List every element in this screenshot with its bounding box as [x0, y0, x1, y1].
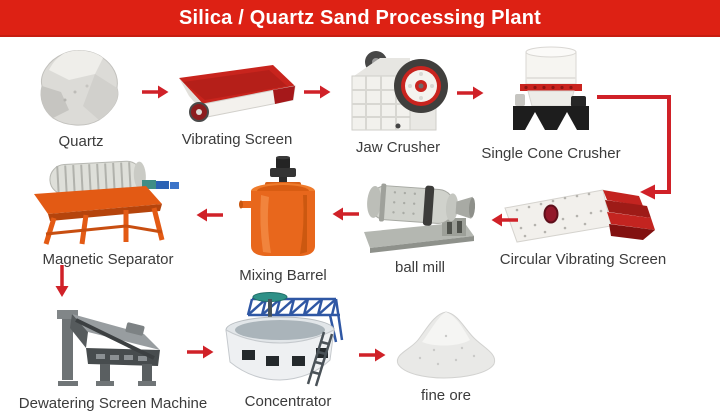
stage-label: Dewatering Screen Machine	[18, 395, 208, 412]
arrow-vibrating-screen-to-jaw-crusher	[303, 84, 331, 100]
arrow-magnetic-separator-to-dewatering-screen	[54, 264, 70, 298]
arrow-dewatering-screen-to-concentrator	[186, 344, 214, 360]
page-title: Silica / Quartz Sand Processing Plant	[179, 7, 541, 29]
arrow-cone-crusher-to-circular-screen	[595, 90, 677, 202]
concentrator-icon	[218, 288, 358, 388]
stage-ball-mill: ball mill	[355, 172, 485, 276]
stage-fine-ore: fine ore	[381, 306, 511, 404]
stage-label: Concentrator	[244, 393, 332, 410]
stage-label: Single Cone Crusher	[481, 145, 621, 162]
stage-label: ball mill	[394, 259, 445, 276]
stage-magnetic-separator: Magnetic Separator	[23, 158, 193, 268]
arrow-quartz-to-vibrating-screen	[141, 84, 169, 100]
stage-vibrating-screen: Vibrating Screen	[162, 62, 312, 148]
dewatering-screen-icon	[38, 300, 188, 390]
arrow-jaw-crusher-to-cone-crusher	[456, 85, 484, 101]
stage-circular-vibrating-screen: Circular Vibrating Screen	[493, 186, 673, 268]
title-banner: Silica / Quartz Sand Processing Plant	[0, 0, 720, 37]
stage-label: Vibrating Screen	[181, 131, 293, 148]
arrow-concentrator-to-fine-ore	[358, 347, 386, 363]
stage-label: Mixing Barrel	[239, 267, 327, 284]
stage-label: Magnetic Separator	[42, 251, 174, 268]
stage-jaw-crusher: Jaw Crusher	[333, 46, 463, 156]
stage-label: Quartz	[58, 133, 104, 150]
cone-crusher-icon	[507, 44, 595, 140]
vibrating-screen-icon	[169, 62, 305, 126]
stage-mixing-barrel: Mixing Barrel	[218, 156, 348, 284]
stage-quartz: Quartz	[26, 48, 136, 150]
stage-label: Jaw Crusher	[355, 139, 441, 156]
stage-single-cone-crusher: Single Cone Crusher	[471, 44, 631, 162]
circular-vibrating-screen-icon	[501, 186, 665, 246]
magnetic-separator-icon	[30, 158, 186, 246]
ball-mill-icon	[358, 172, 482, 254]
arrow-circular-screen-to-ball-mill	[491, 212, 519, 228]
quartz-rock-icon	[35, 48, 127, 128]
jaw-crusher-icon	[346, 46, 450, 134]
arrow-ball-mill-to-mixing-barrel	[332, 206, 360, 222]
mixing-barrel-icon	[239, 156, 327, 262]
fine-ore-pile-icon	[390, 306, 502, 382]
stage-label: Circular Vibrating Screen	[499, 251, 667, 268]
stage-label: fine ore	[420, 387, 472, 404]
stage-dewatering-screen-machine: Dewatering Screen Machine	[8, 300, 218, 412]
stage-concentrator: Concentrator	[213, 288, 363, 410]
arrow-mixing-barrel-to-magnetic-separator	[196, 207, 224, 223]
